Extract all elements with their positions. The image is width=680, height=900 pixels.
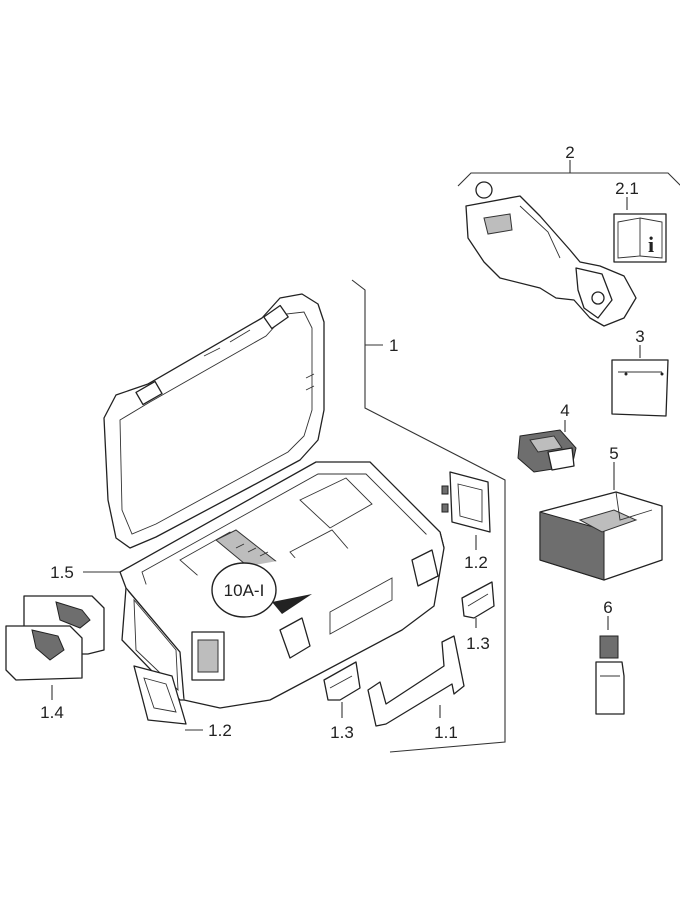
callout-2-1: 2.1: [615, 179, 639, 198]
case-lid: [103, 293, 325, 549]
callout-1-2-upper: 1.2: [464, 553, 488, 572]
callout-labels: 1 1.1 1.2 1.2 1.3 1.3 1.4 1.5 2 2.1 3 4 …: [40, 143, 645, 742]
callout-1: 1: [389, 336, 398, 355]
callout-6: 6: [603, 598, 612, 617]
charger: [539, 491, 663, 581]
svg-text:i: i: [648, 232, 654, 257]
carry-handle: [367, 635, 465, 727]
callout-3: 3: [635, 327, 644, 346]
insert-label: 10A-I: [224, 581, 265, 600]
callout-1-3-lower: 1.3: [330, 723, 354, 742]
battery: [517, 429, 577, 473]
oil-bottle: [595, 635, 625, 715]
insert-callout: 10A-I: [211, 562, 312, 618]
callout-1-5: 1.5: [50, 563, 74, 582]
leader-lines: [51, 160, 680, 753]
pad-lower: [133, 665, 187, 725]
pad-upper: [441, 471, 491, 533]
callout-1-3-right: 1.3: [466, 634, 490, 653]
case-body: [119, 461, 445, 709]
callout-5: 5: [609, 444, 618, 463]
callout-2: 2: [565, 143, 574, 162]
info-book-icon: i: [613, 213, 667, 263]
callout-1-1: 1.1: [434, 723, 458, 742]
callout-1-2-lower: 1.2: [208, 721, 232, 740]
callout-4: 4: [560, 401, 569, 420]
clip-right: [461, 581, 495, 619]
jaw-inserts: [5, 595, 105, 681]
press-tool: [465, 181, 637, 327]
clip-lower: [323, 661, 361, 701]
card: [611, 359, 669, 417]
callout-1-4: 1.4: [40, 703, 64, 722]
